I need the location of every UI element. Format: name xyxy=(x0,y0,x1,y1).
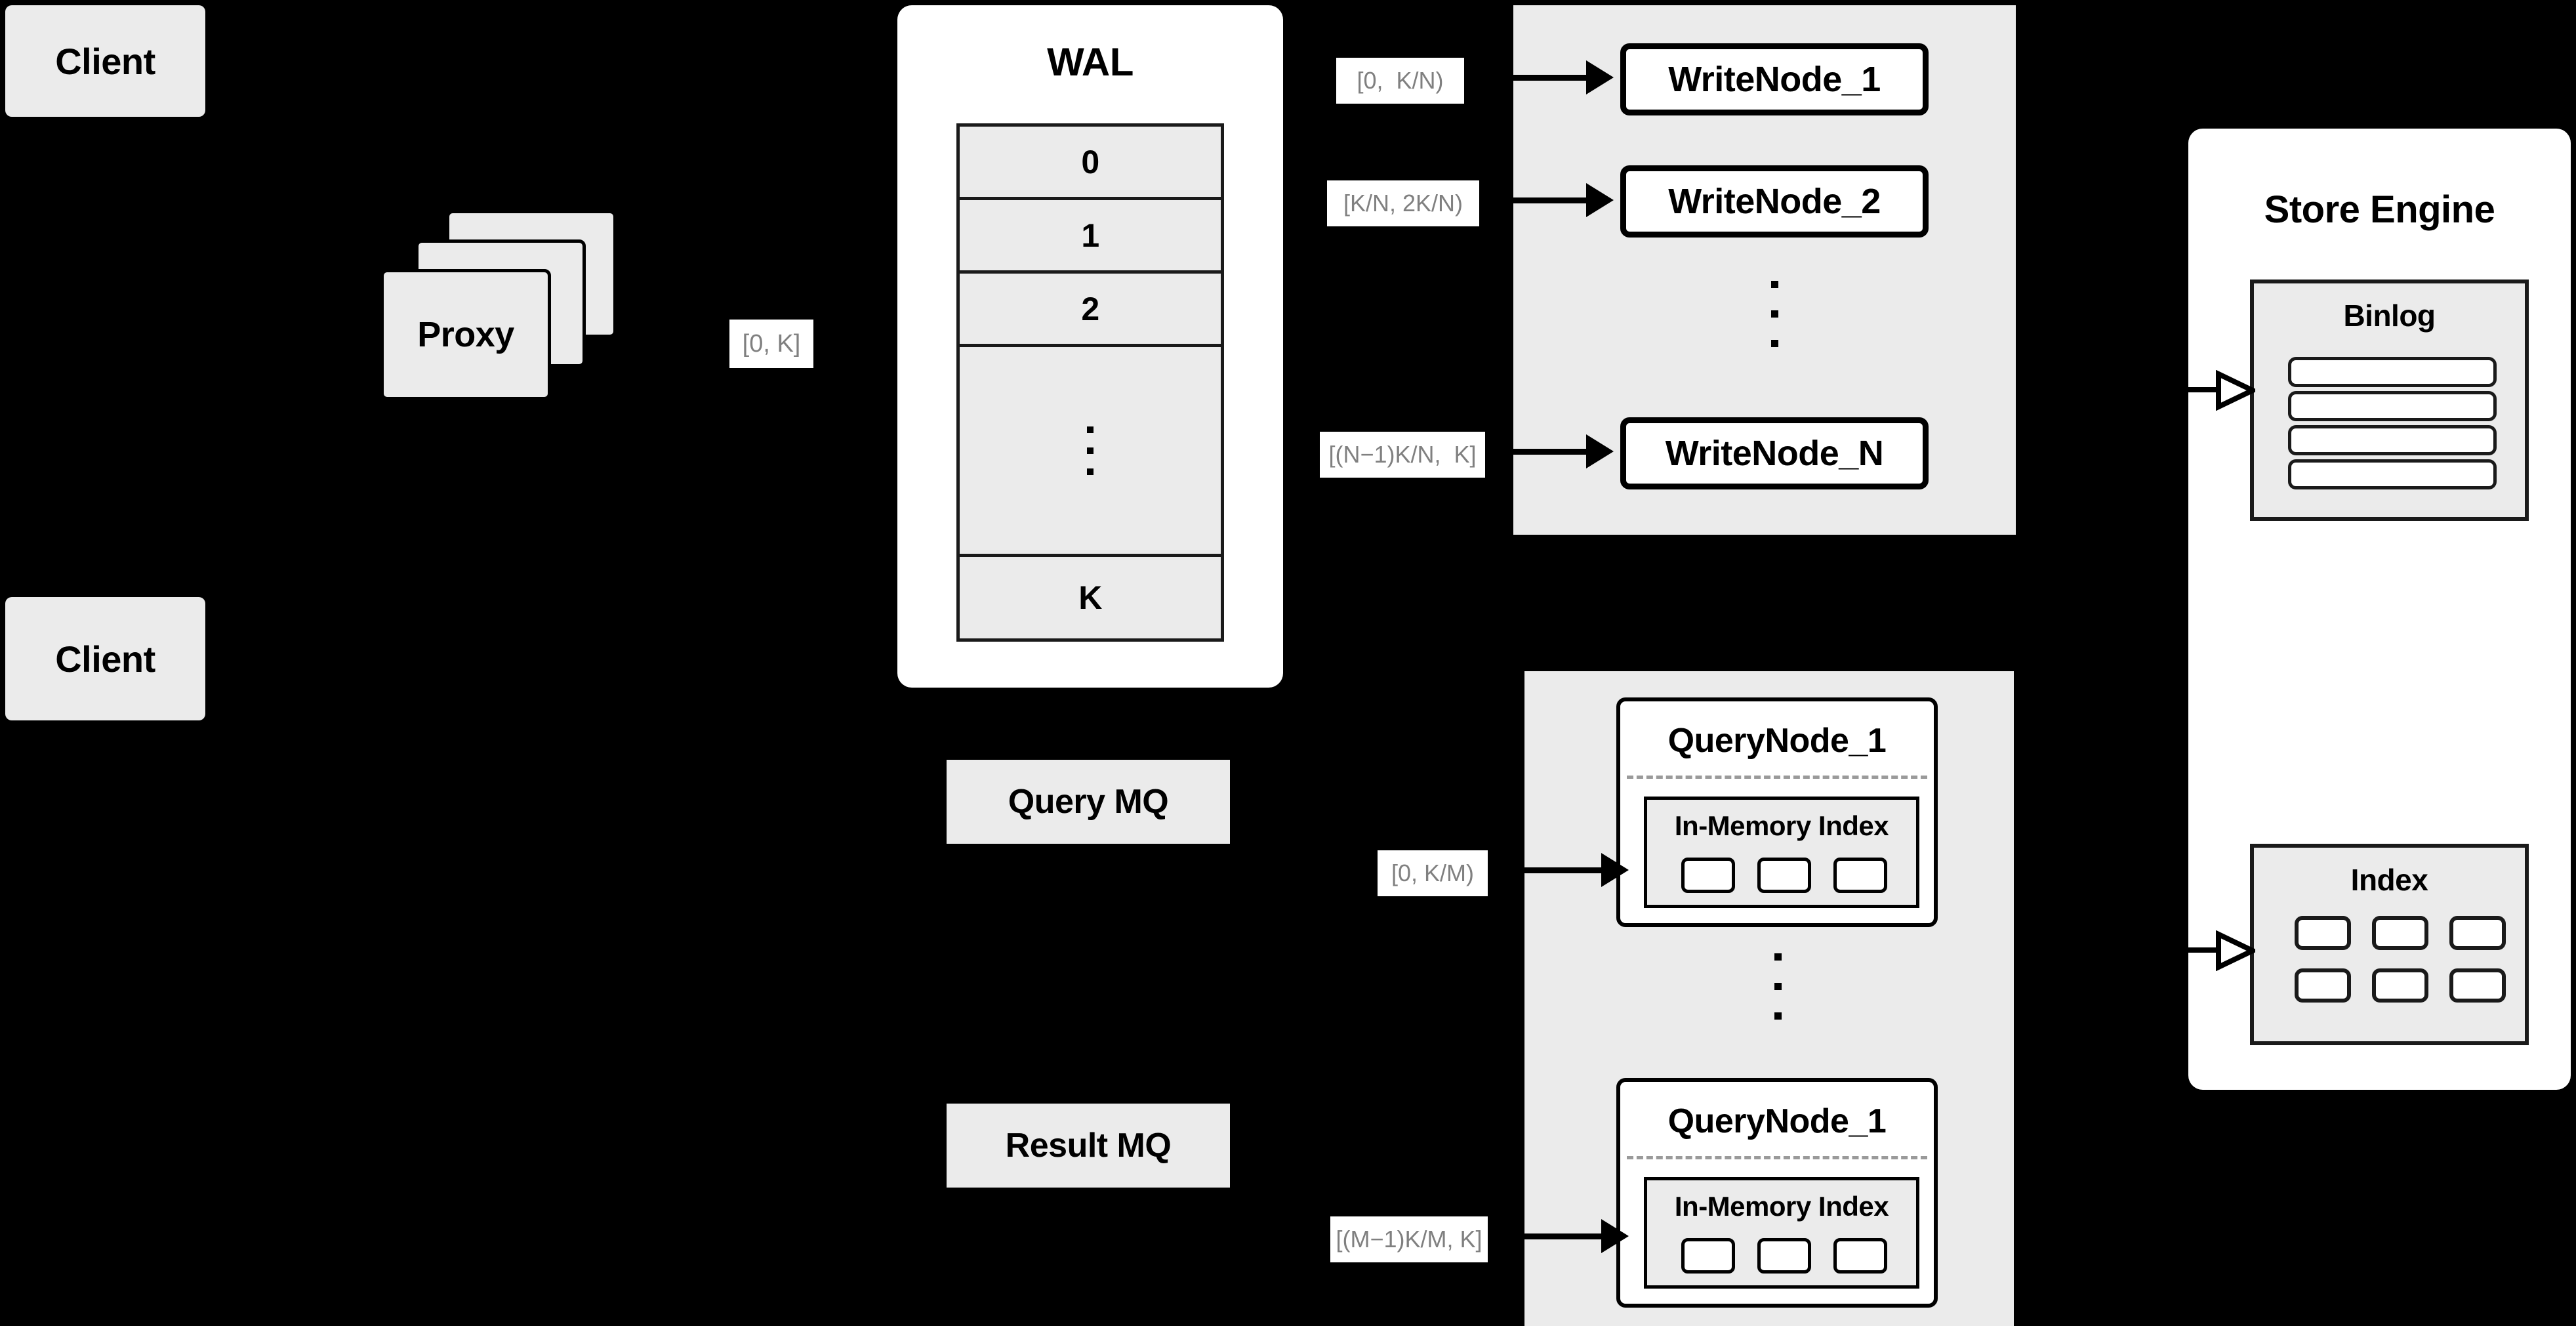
arrow-head-writenode-1 xyxy=(1586,60,1614,94)
range-label-querynode-2: [(M−1)K/M, K] xyxy=(1330,1216,1488,1262)
binlog-panel: Binlog xyxy=(2250,280,2529,521)
client-label-2: Client xyxy=(55,638,155,680)
binlog-row xyxy=(2288,391,2497,421)
wal-entry-table: 0 1 2 K xyxy=(956,123,1224,642)
query-mq-label: Query MQ xyxy=(1008,783,1169,821)
arrow-head-writenode-2 xyxy=(1586,183,1614,217)
store-engine-panel: Store Engine Binlog Index xyxy=(2188,129,2571,1090)
arrow-line-querynode-1 xyxy=(1490,867,1601,873)
range-label-writenode-2: [K/N, 2K/N) xyxy=(1327,180,1479,226)
in-memory-index-1-title: In-Memory Index xyxy=(1674,810,1889,841)
arrow-line-querynode-2 xyxy=(1490,1233,1601,1239)
proxy-layer-front[interactable]: Proxy xyxy=(380,269,551,400)
query-node-1-title: QueryNode_1 xyxy=(1667,722,1887,760)
write-node-1[interactable]: WriteNode_1 xyxy=(1620,43,1929,115)
index-cell xyxy=(2372,916,2428,950)
binlog-row xyxy=(2288,459,2497,489)
wal-row-1: 1 xyxy=(960,200,1221,274)
query-cluster-ellipsis xyxy=(1774,953,1782,1020)
index-cell xyxy=(2295,968,2351,1003)
query-node-1-separator xyxy=(1627,776,1927,779)
wal-row-k: K xyxy=(1078,579,1102,616)
range-label-writenode-n: [(N−1)K/N, K] xyxy=(1320,432,1485,478)
query-node-cluster: QueryNode_1 In-Memory Index QueryNode_1 … xyxy=(1524,671,2014,1326)
result-mq-label: Result MQ xyxy=(1005,1127,1172,1165)
in-memory-index-2: In-Memory Index xyxy=(1644,1177,1919,1289)
proxy-stack[interactable]: Proxy xyxy=(380,210,669,433)
arrow-line-writenode-2 xyxy=(1481,197,1586,203)
query-mq-box[interactable]: Query MQ xyxy=(947,760,1230,844)
arrow-line-writenode-n xyxy=(1486,449,1586,455)
write-node-2[interactable]: WriteNode_2 xyxy=(1620,165,1929,238)
query-node-2-separator xyxy=(1627,1156,1927,1159)
arrow-head-querynode-2 xyxy=(1601,1219,1629,1253)
binlog-title: Binlog xyxy=(2343,299,2436,333)
write-cluster-ellipsis xyxy=(1771,281,1778,347)
wal-row-0: 0 xyxy=(960,127,1221,200)
index-cell xyxy=(1757,1238,1811,1274)
arrow-line-writenode-1 xyxy=(1468,75,1586,81)
query-node-2[interactable]: QueryNode_1 In-Memory Index xyxy=(1616,1078,1938,1308)
result-mq-box[interactable]: Result MQ xyxy=(947,1104,1230,1188)
index-panel: Index xyxy=(2250,844,2529,1045)
in-memory-index-2-title: In-Memory Index xyxy=(1674,1191,1889,1222)
index-cell xyxy=(2449,916,2506,950)
arrow-line-to-index xyxy=(2188,947,2218,953)
range-label-writenode-1: [0, K/N) xyxy=(1336,58,1464,104)
wal-row-2: 2 xyxy=(960,274,1221,347)
range-label-proxy-to-wal: [0, K] xyxy=(729,320,813,368)
write-node-n[interactable]: WriteNode_N xyxy=(1620,417,1929,489)
index-cell xyxy=(1833,1238,1887,1274)
arrow-head-to-binlog xyxy=(2216,370,2255,411)
arrow-head-to-index xyxy=(2216,930,2255,971)
wal-panel: WAL 0 1 2 K xyxy=(897,5,1283,688)
arrow-head-writenode-n xyxy=(1586,434,1614,468)
index-cell xyxy=(2295,916,2351,950)
index-cell xyxy=(1757,858,1811,893)
index-cell xyxy=(1681,858,1735,893)
query-node-2-title: QueryNode_1 xyxy=(1667,1102,1887,1140)
arrow-head-querynode-1 xyxy=(1601,853,1629,887)
arrow-line-to-binlog xyxy=(2188,387,2218,392)
index-cell xyxy=(2372,968,2428,1003)
index-cell xyxy=(1681,1238,1735,1274)
client-box-1[interactable]: Client xyxy=(5,5,205,117)
wal-title: WAL xyxy=(1047,40,1134,84)
range-label-querynode-1: [0, K/M) xyxy=(1378,850,1488,896)
binlog-row xyxy=(2288,357,2497,387)
binlog-row xyxy=(2288,425,2497,455)
index-cell xyxy=(1833,858,1887,893)
store-engine-title: Store Engine xyxy=(2264,188,2495,231)
proxy-label: Proxy xyxy=(417,315,514,354)
client-label-1: Client xyxy=(55,40,155,82)
in-memory-index-1: In-Memory Index xyxy=(1644,797,1919,908)
index-cell xyxy=(2449,968,2506,1003)
index-title: Index xyxy=(2350,863,2428,897)
query-node-1[interactable]: QueryNode_1 In-Memory Index xyxy=(1616,697,1938,927)
wal-row-ellipsis xyxy=(960,347,1221,557)
client-box-2[interactable]: Client xyxy=(5,597,205,720)
